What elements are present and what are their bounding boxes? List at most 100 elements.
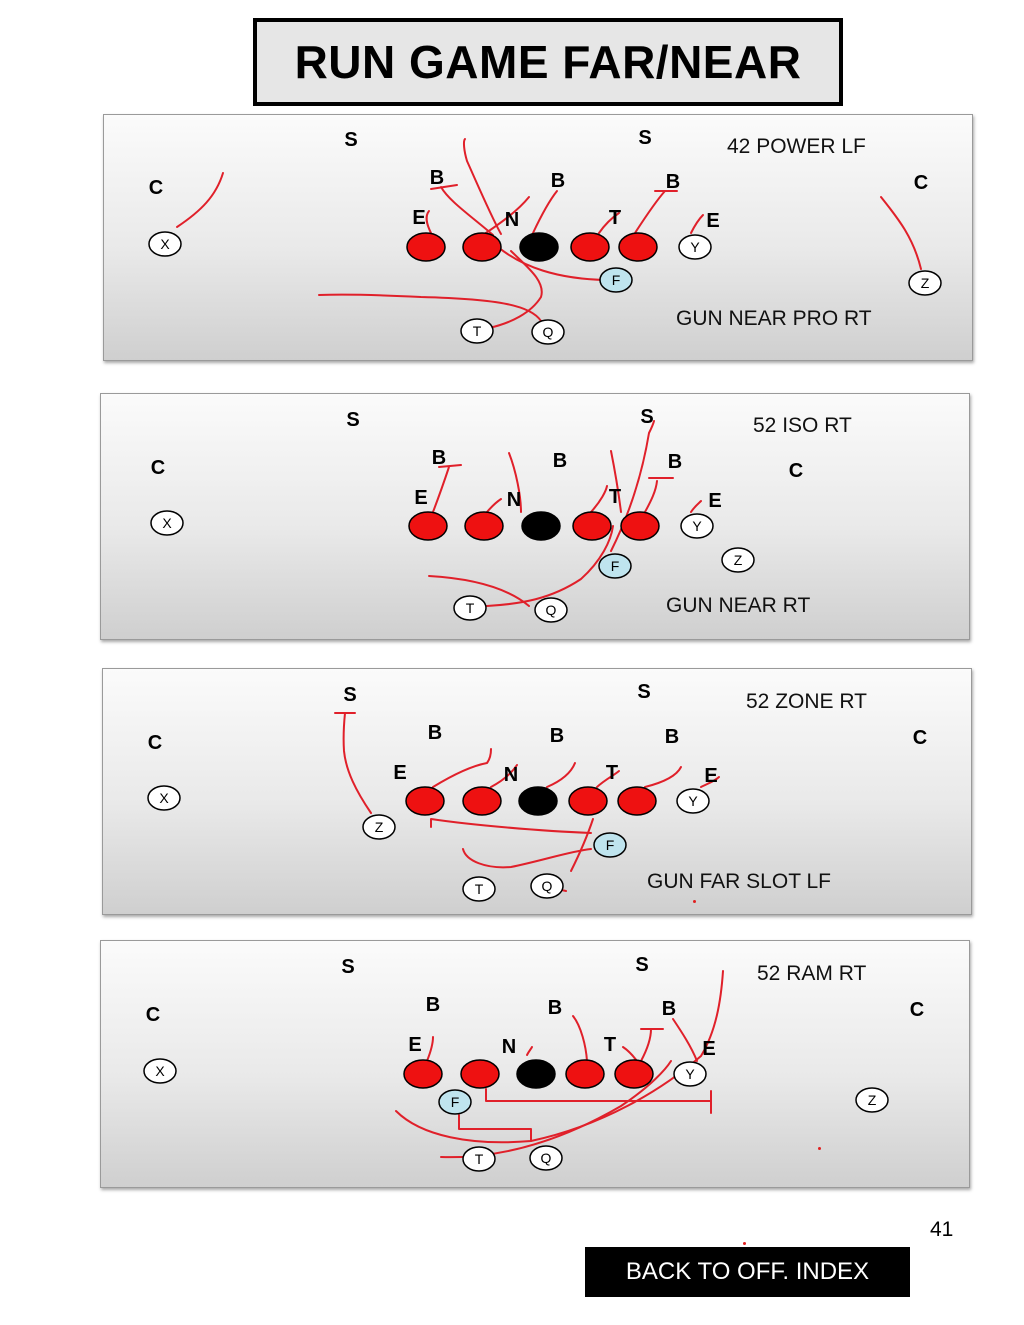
player-marker: [593, 832, 627, 858]
player-label: Y: [690, 239, 700, 255]
route-line: [546, 762, 576, 788]
player-label: T: [475, 881, 484, 897]
defender-label: B: [430, 167, 444, 189]
center-lineman: [521, 511, 561, 541]
player-label: Z: [868, 1092, 877, 1108]
route-line: [486, 525, 614, 607]
player-marker: [150, 510, 184, 536]
player-marker: [147, 785, 181, 811]
route-line: [428, 575, 530, 607]
player-marker: [148, 231, 182, 257]
offensive-lineman: [406, 232, 446, 262]
play-name-1: 42 POWER LF: [727, 135, 866, 158]
player-label: Q: [546, 602, 557, 618]
offensive-lineman: [614, 1059, 654, 1089]
page-number: 41: [930, 1218, 954, 1241]
offensive-lineman: [620, 511, 660, 541]
defender-label: S: [341, 956, 354, 978]
defender-label: E: [708, 490, 721, 512]
title-box: RUN GAME FAR/NEAR: [253, 18, 843, 106]
defender-label: E: [412, 207, 425, 229]
defender-label: E: [408, 1034, 421, 1056]
player-marker: [534, 597, 568, 623]
defender-label: S: [640, 406, 653, 428]
play-name-2: 52 ISO RT: [753, 414, 852, 437]
defender-label: N: [505, 209, 519, 231]
play-name-3: 52 ZONE RT: [746, 690, 867, 713]
formation-name-2: GUN NEAR RT: [666, 594, 811, 617]
player-label: X: [159, 790, 169, 806]
defender-label: B: [426, 994, 440, 1016]
defender-label: B: [550, 725, 564, 747]
player-label: Q: [543, 324, 554, 340]
back-to-offense-index-button[interactable]: BACK TO OFF. INDEX: [585, 1247, 910, 1297]
player-marker: [598, 553, 632, 579]
player-marker: [438, 1089, 472, 1115]
defender-label: C: [148, 732, 162, 754]
defender-label: C: [914, 172, 928, 194]
formation-name-3: GUN FAR SLOT LF: [647, 870, 831, 893]
formation-name-1: GUN NEAR PRO RT: [676, 307, 872, 330]
stray-mark: [743, 1242, 746, 1245]
player-marker: [908, 270, 942, 296]
route-line: [490, 764, 518, 788]
defender-label: S: [635, 954, 648, 976]
route-line: [488, 250, 543, 329]
center-lineman: [516, 1059, 556, 1089]
route-line: [526, 1046, 533, 1056]
player-label: X: [162, 515, 172, 531]
route-line: [700, 776, 720, 788]
stray-mark: [693, 900, 696, 903]
route-line: [598, 212, 620, 234]
defender-label: C: [789, 460, 803, 482]
player-marker: [721, 547, 755, 573]
route-line: [644, 477, 674, 513]
player-marker: [530, 873, 564, 899]
player-marker: [855, 1087, 889, 1113]
route-line: [485, 1088, 712, 1114]
player-label: T: [475, 1151, 484, 1167]
player-label: T: [466, 600, 475, 616]
player-marker: [599, 267, 633, 293]
route-line: [426, 1036, 434, 1062]
route-line: [596, 770, 620, 788]
route-line: [430, 818, 592, 834]
defender-label: E: [414, 487, 427, 509]
defender-label: T: [609, 486, 621, 508]
defender-label: B: [548, 997, 562, 1019]
player-label: Q: [541, 1150, 552, 1166]
player-label: Z: [921, 275, 930, 291]
route-line: [570, 818, 594, 872]
defender-label: B: [432, 447, 446, 469]
offensive-lineman: [618, 232, 658, 262]
defender-label: C: [910, 999, 924, 1021]
page-title: RUN GAME FAR/NEAR: [294, 36, 802, 88]
player-marker: [529, 1145, 563, 1171]
player-marker: [462, 876, 496, 902]
defender-label: T: [609, 207, 621, 229]
player-label: F: [451, 1094, 460, 1110]
defender-label: B: [662, 998, 676, 1020]
offensive-lineman: [408, 511, 448, 541]
route-line: [644, 766, 682, 788]
route-line: [176, 172, 224, 228]
player-marker: [453, 595, 487, 621]
stray-mark: [818, 1147, 821, 1150]
offensive-lineman: [464, 511, 504, 541]
player-label: F: [612, 272, 621, 288]
defender-label: T: [606, 762, 618, 784]
route-line: [458, 1114, 532, 1142]
defender-label: S: [638, 127, 651, 149]
defender-label: B: [666, 171, 680, 193]
defender-label: C: [913, 727, 927, 749]
player-label: F: [606, 837, 615, 853]
route-line: [425, 210, 432, 234]
player-label: X: [155, 1063, 165, 1079]
defender-label: N: [502, 1036, 516, 1058]
offensive-lineman: [570, 232, 610, 262]
defender-label: C: [151, 457, 165, 479]
route-line: [590, 485, 608, 513]
